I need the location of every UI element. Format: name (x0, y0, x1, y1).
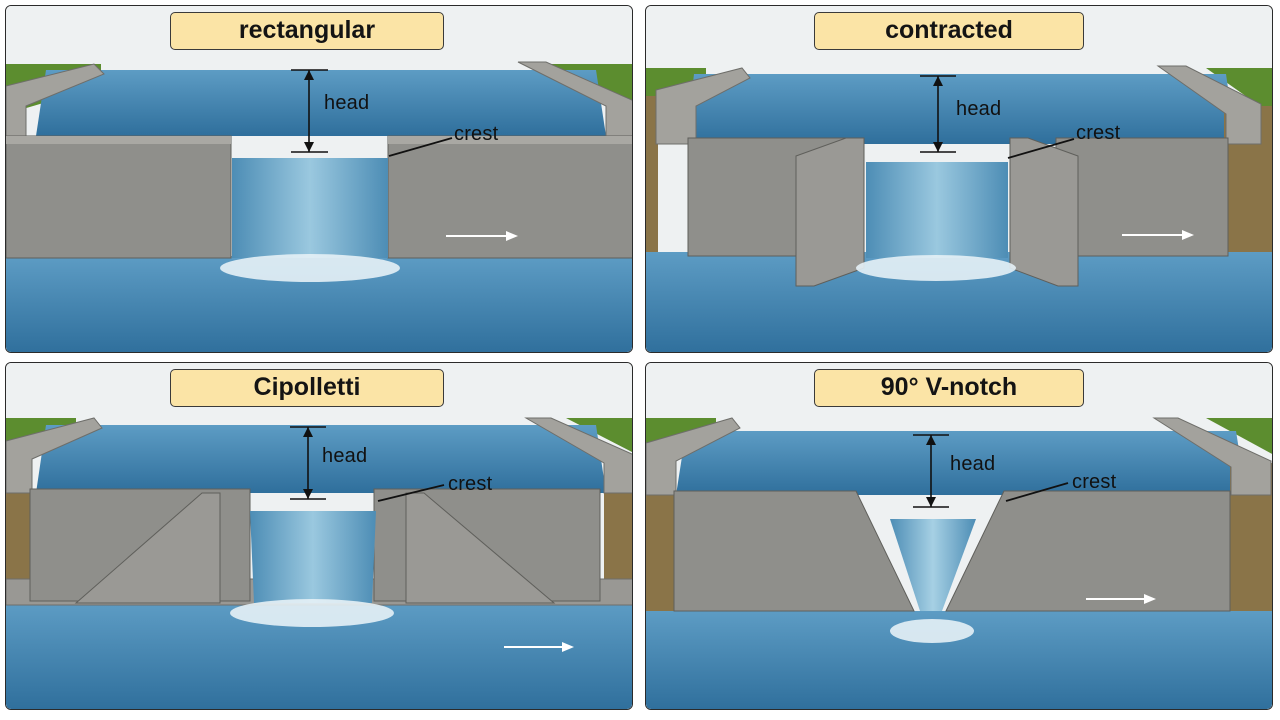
panel-title: Cipolletti (170, 369, 444, 407)
upstream-water (36, 70, 606, 136)
end-contraction-right (1010, 138, 1078, 286)
splash (890, 619, 974, 643)
upstream-water (36, 425, 606, 493)
contracted-weir-illustration (646, 6, 1273, 353)
waterfall (866, 162, 1008, 258)
panel-title: rectangular (170, 12, 444, 50)
head-label: head (324, 92, 369, 115)
splash (220, 254, 400, 282)
panel-title: 90° V-notch (814, 369, 1084, 407)
panel-rectangular-weir: rectangular head crest (5, 5, 633, 353)
panel-v-notch-weir: 90° V-notch head crest (645, 362, 1273, 710)
crest-label: crest (1076, 122, 1120, 145)
splash (230, 599, 394, 627)
panel-contracted-weir: contracted head crest (645, 5, 1273, 353)
crest-label: crest (1072, 471, 1116, 494)
head-label: head (322, 445, 367, 468)
head-label: head (956, 98, 1001, 121)
cipolletti-weir-illustration (6, 363, 633, 710)
panel-title: contracted (814, 12, 1084, 50)
rectangular-weir-illustration (6, 6, 633, 353)
weir-wall-right (1056, 138, 1228, 256)
crest-label: crest (454, 123, 498, 146)
end-contraction-left (796, 138, 864, 286)
weir-wall-right (388, 136, 633, 258)
splash (856, 255, 1016, 281)
panel-cipolletti-weir: Cipolletti head crest (5, 362, 633, 710)
waterfall (232, 158, 388, 258)
v-notch-weir-illustration (646, 363, 1273, 710)
head-label: head (950, 453, 995, 476)
crest-label: crest (448, 473, 492, 496)
weir-wall-left (6, 136, 231, 258)
waterfall (250, 511, 376, 603)
